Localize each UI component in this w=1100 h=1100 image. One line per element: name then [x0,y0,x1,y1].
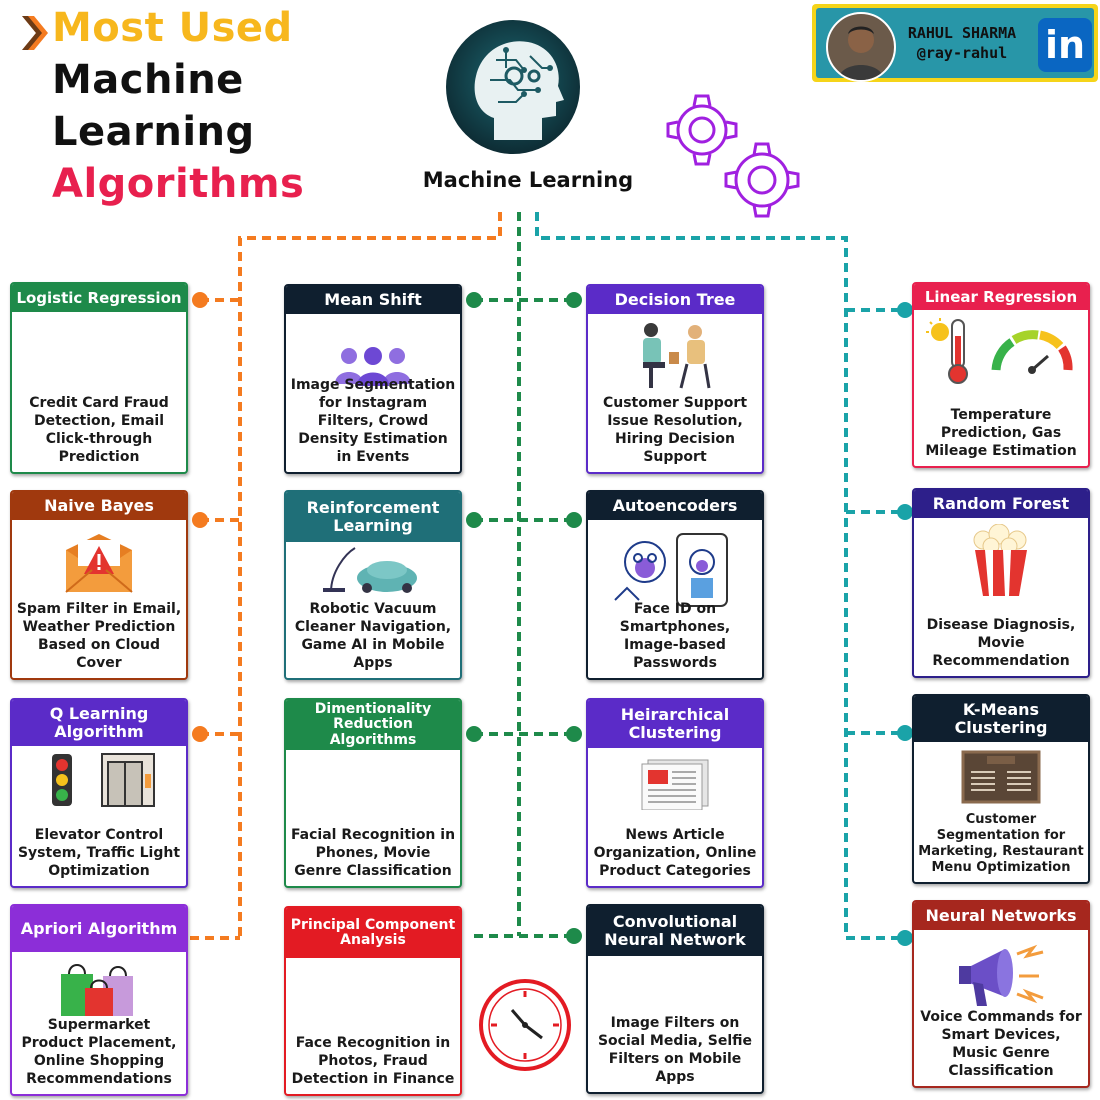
card-description: Voice Commands for Smart Devices, Music … [920,1009,1082,1079]
card-description: Face Recognition in Photos, Fraud Detect… [291,1035,455,1087]
newspaper-icon [588,758,762,810]
connector-dot [897,725,913,741]
face-id-icon [588,528,762,608]
connector-dot [897,504,913,520]
card-title: Reinforcement Learning [286,492,460,542]
card-linear-regression: Linear Regression Temperature Prediction… [912,282,1090,468]
card-title: Heirarchical Clustering [588,700,762,748]
warning-envelope-icon [12,532,186,594]
title-line-1: Most Used [52,5,293,51]
menu-board-icon [914,750,1088,804]
card-cnn: Convolutional Neural Network Image Filte… [586,904,764,1094]
connector-dot [566,292,582,308]
author-badge[interactable]: RAHUL SHARMA @ray-rahul in [812,4,1098,82]
card-title: Naive Bayes [12,492,186,520]
card-title: Linear Regression [914,284,1088,310]
card-decision-tree: Decision Tree Customer Support Issue Res… [586,284,764,474]
gear-icon [660,88,810,232]
card-title: Principal Component Analysis [286,908,460,958]
author-name: RAHUL SHARMA [907,24,1017,42]
card-k-means: K-Means Clustering Customer Segmentation… [912,694,1090,884]
card-logistic-regression: Logistic Regression Credit Card Fraud De… [10,282,188,474]
card-dimensionality-reduction: Dimentionality Reduction Algorithms Faci… [284,698,462,888]
card-autoencoders: Autoencoders Face ID on Smartphones, Ima… [586,490,764,680]
card-description: Customer Support Issue Resolution, Hirin… [602,395,748,465]
card-naive-bayes: Naive Bayes Spam Filter in Email, Weathe… [10,490,188,680]
title-line-4: Algorithms [52,161,305,207]
linkedin-icon[interactable]: in [1038,18,1092,72]
connector-dot [897,930,913,946]
connector-dot [566,512,582,528]
traffic-light-elevator-icon [12,752,186,808]
megaphone-icon [914,936,1088,1012]
conversation-icon [588,318,762,394]
card-title: Decision Tree [588,286,762,314]
card-description: Face ID on Smartphones, Image-based Pass… [619,601,731,671]
card-title: Apriori Algorithm [12,906,186,952]
card-title: Convolutional Neural Network [588,906,762,956]
center-label: Machine Learning [422,168,634,192]
title-line-2: Machine [52,57,244,103]
card-title: Random Forest [914,490,1088,518]
card-reinforcement-learning: Reinforcement Learning Robotic Vacuum Cl… [284,490,462,680]
title-line-3: Learning [52,109,255,155]
card-title: Q Learning Algorithm [12,700,186,746]
card-description: Robotic Vacuum Cleaner Navigation, Game … [294,601,452,671]
connector-dot [566,726,582,742]
card-description: Elevator Control System, Traffic Light O… [17,827,181,879]
card-description: Image Segmentation for Instagram Filters… [290,377,456,465]
connector-dot [466,512,482,528]
chevron-icon [18,12,52,58]
vacuum-icon [286,544,460,594]
popcorn-icon [914,524,1088,598]
connector-dot [566,928,582,944]
author-handle: @ray-rahul [916,44,1008,62]
brain-circuit-icon [446,20,580,154]
connector-dot [192,726,208,742]
card-hierarchical-clustering: Heirarchical Clustering News Article Org… [586,698,764,888]
connector-dot [192,512,208,528]
card-description: Customer Segmentation for Marketing, Res… [918,812,1084,875]
card-description: Credit Card Fraud Detection, Email Click… [29,395,169,465]
connector-dot [466,292,482,308]
thermometer-gauge-icon [914,316,1088,386]
card-description: Facial Recognition in Phones, Movie Genr… [290,827,456,879]
card-mean-shift: Mean Shift Image Segmentation for Instag… [284,284,462,474]
shopping-bags-icon [12,962,186,1018]
card-description: News Article Organization, Online Produc… [593,827,757,879]
card-description: Spam Filter in Email, Weather Prediction… [16,601,182,671]
card-description: Image Filters on Social Media, Selfie Fi… [597,1015,753,1085]
card-random-forest: Random Forest Disease Diagnosis, Movie R… [912,488,1090,678]
card-apriori: Apriori Algorithm Supermarket Product Pl… [10,904,188,1096]
card-title: Autoencoders [588,492,762,520]
card-description: Supermarket Product Placement, Online Sh… [21,1017,177,1087]
card-title: Neural Networks [914,902,1088,930]
connector-dot [466,726,482,742]
card-description: Temperature Prediction, Gas Mileage Esti… [925,407,1077,459]
connector-dot [897,302,913,318]
clock-icon [476,976,574,1078]
card-neural-networks: Neural Networks Voice Commands for Smart… [912,900,1090,1088]
card-title: K-Means Clustering [914,696,1088,742]
card-title: Logistic Regression [12,284,186,312]
crowd-icon [286,346,460,386]
card-title: Dimentionality Reduction Algorithms [286,700,460,750]
card-pca: Principal Component Analysis Face Recogn… [284,906,462,1096]
avatar [826,12,896,82]
card-title: Mean Shift [286,286,460,314]
connector-dot [192,292,208,308]
card-description: Disease Diagnosis, Movie Recommendation [926,617,1076,669]
card-q-learning: Q Learning Algorithm Elevator Control Sy… [10,698,188,888]
